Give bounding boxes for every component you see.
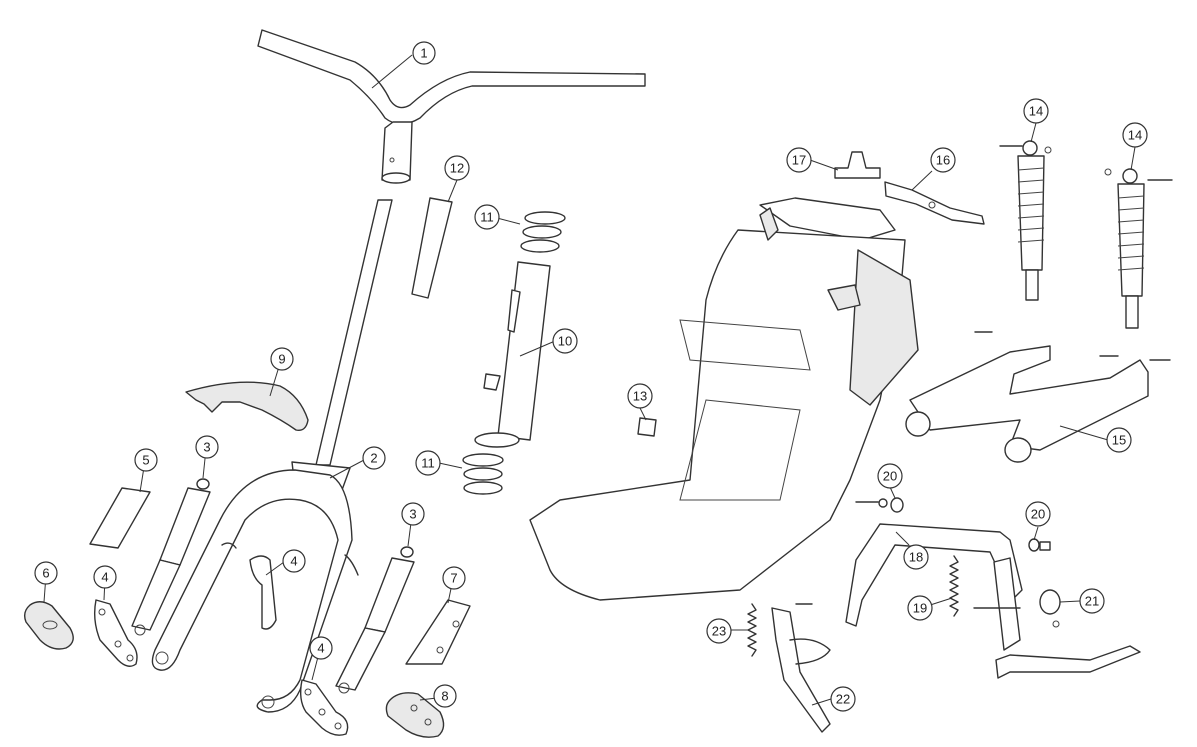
bracket-17 [834, 151, 881, 179]
svg-text:4: 4 [101, 570, 108, 585]
spring-23 [747, 603, 757, 657]
washer-bolt-20b [1028, 538, 1051, 552]
callout-8: 8 [433, 684, 457, 708]
svg-text:15: 15 [1112, 433, 1126, 448]
swingarm [905, 331, 1171, 463]
callout-20: 20 [877, 463, 903, 489]
callout-13: 13 [627, 383, 653, 409]
callout-3: 3 [401, 502, 425, 526]
svg-text:3: 3 [409, 507, 416, 522]
bracket-16 [884, 181, 985, 225]
side-stand [771, 603, 831, 733]
svg-text:4: 4 [290, 554, 297, 569]
fork-shock-right [335, 546, 415, 694]
svg-text:21: 21 [1085, 594, 1099, 609]
callout-17: 17 [786, 147, 812, 173]
callout-11: 11 [415, 450, 441, 476]
callout-5: 5 [134, 448, 158, 472]
callout-20: 20 [1025, 501, 1051, 527]
svg-text:9: 9 [278, 352, 285, 367]
callout-16: 16 [930, 147, 956, 173]
svg-text:2: 2 [370, 451, 377, 466]
fork-assembly [151, 199, 393, 713]
svg-text:13: 13 [633, 389, 647, 404]
callout-14: 14 [1023, 98, 1049, 124]
svg-text:14: 14 [1029, 104, 1043, 119]
svg-text:14: 14 [1128, 128, 1142, 143]
bracket-middle [249, 555, 277, 630]
svg-text:5: 5 [142, 453, 149, 468]
bearing-set-lower [462, 453, 504, 495]
tag-13 [637, 417, 657, 437]
rear-shock-left [999, 140, 1052, 301]
svg-text:11: 11 [421, 456, 435, 471]
svg-text:4: 4 [317, 641, 324, 656]
svg-text:6: 6 [42, 566, 49, 581]
callout-4: 4 [282, 549, 306, 573]
svg-text:19: 19 [913, 601, 927, 616]
svg-text:20: 20 [1031, 507, 1045, 522]
callout-11: 11 [474, 204, 500, 230]
center-stand [845, 523, 1141, 679]
bracket-left [93, 599, 138, 667]
callout-9: 9 [270, 347, 294, 371]
callout-15: 15 [1106, 427, 1132, 453]
callout-4: 4 [309, 636, 333, 660]
callout-10: 10 [552, 328, 578, 354]
svg-text:16: 16 [936, 153, 950, 168]
svg-text:23: 23 [712, 624, 726, 639]
washer-bolt-20a [855, 497, 904, 513]
callout-21: 21 [1079, 588, 1105, 614]
callout-14: 14 [1122, 122, 1148, 148]
svg-text:17: 17 [792, 153, 806, 168]
spring-19 [949, 555, 959, 617]
svg-text:22: 22 [836, 692, 850, 707]
main-frame [529, 197, 919, 601]
bracket-plate-7 [405, 599, 471, 665]
callout-2: 2 [362, 446, 386, 470]
svg-text:18: 18 [909, 550, 923, 565]
cover-8 [385, 692, 445, 738]
callout-19: 19 [907, 595, 933, 621]
callout-12: 12 [444, 155, 470, 181]
svg-text:1: 1 [420, 46, 427, 61]
rear-shock-right [1104, 168, 1173, 329]
callout-3: 3 [195, 435, 219, 459]
callout-22: 22 [830, 686, 856, 712]
callout-6: 6 [34, 561, 58, 585]
callout-4: 4 [93, 565, 117, 589]
handlebar [257, 29, 646, 184]
callout-1: 1 [412, 41, 436, 65]
cover-6 [23, 601, 74, 650]
svg-text:7: 7 [450, 571, 457, 586]
svg-text:3: 3 [203, 440, 210, 455]
svg-text:8: 8 [441, 689, 448, 704]
svg-text:20: 20 [883, 469, 897, 484]
fork-cover-plate [89, 487, 151, 549]
fork-shock-left [131, 478, 211, 636]
front-fender [185, 381, 309, 431]
svg-text:12: 12 [450, 161, 464, 176]
bushing-21 [973, 589, 1061, 628]
headstock-tube [474, 261, 551, 448]
bracket-12 [411, 197, 453, 299]
callout-23: 23 [706, 618, 732, 644]
callout-18: 18 [903, 544, 929, 570]
svg-text:11: 11 [480, 210, 494, 225]
bracket-right [299, 679, 349, 736]
bearing-set-upper [520, 211, 566, 253]
callout-7: 7 [442, 566, 466, 590]
svg-text:10: 10 [558, 334, 572, 349]
